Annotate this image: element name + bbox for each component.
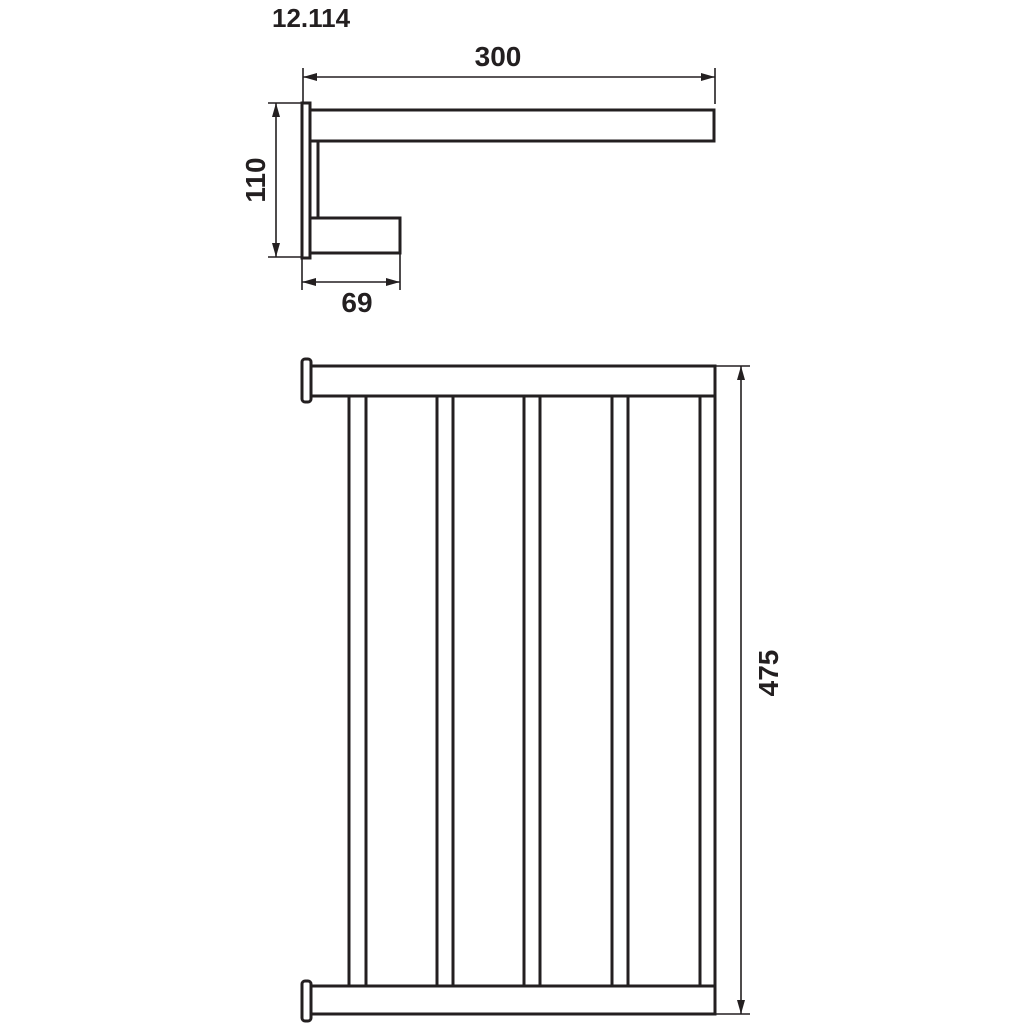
- arrow-head: [737, 366, 745, 380]
- rack-bar: [435, 394, 455, 988]
- front-view: [300, 357, 717, 1023]
- main-arm: [308, 108, 716, 143]
- dimension-width: 300: [302, 41, 716, 104]
- arrow-head: [737, 1000, 745, 1014]
- dimension-depth: 110: [240, 102, 302, 258]
- rack-bar: [698, 394, 717, 988]
- arrow-head: [272, 103, 280, 117]
- top-view: [300, 101, 716, 260]
- product-code: 12.114: [272, 3, 351, 33]
- dimension-length: 475: [716, 365, 784, 1015]
- arrow-head: [303, 73, 317, 81]
- arrow-head: [701, 73, 715, 81]
- rack-bar: [522, 394, 542, 988]
- dimension-depth-label: 110: [240, 157, 271, 202]
- dimension-width-label: 300: [475, 41, 522, 72]
- rack-bar: [347, 394, 368, 988]
- arrow-head: [272, 243, 280, 257]
- bottom-rail: [309, 984, 717, 1016]
- arrow-head: [386, 278, 400, 286]
- rack-bar: [610, 394, 630, 988]
- wall-plate: [300, 101, 312, 260]
- dimension-bracket-label: 69: [341, 287, 372, 318]
- bracket-arm: [308, 216, 402, 255]
- dimension-length-label: 475: [753, 650, 784, 697]
- arrow-head: [302, 278, 316, 286]
- top-rail: [309, 364, 717, 398]
- dimension-bracket: 69: [301, 253, 401, 318]
